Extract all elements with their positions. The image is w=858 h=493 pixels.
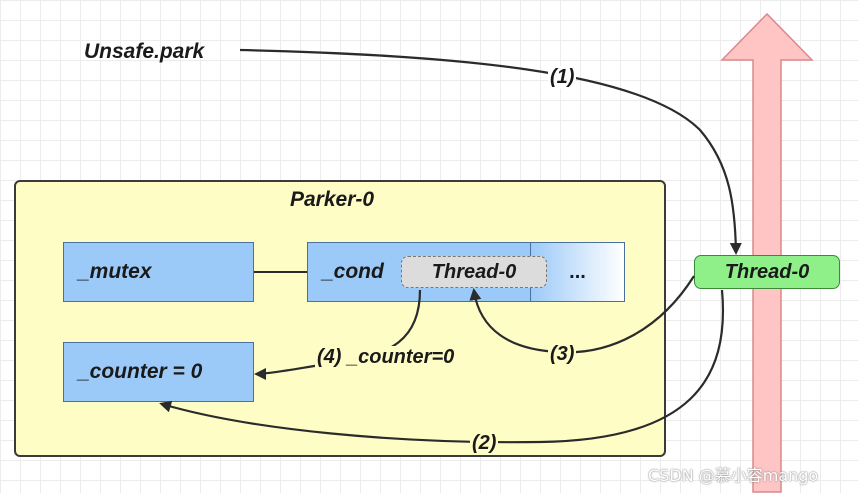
step-3-label: (3): [548, 343, 577, 366]
more-label: ...: [569, 260, 586, 283]
counter-field: _counter = 0: [63, 342, 254, 402]
mutex-label: _mutex: [78, 260, 152, 283]
parker-box: [14, 180, 666, 457]
parker-title: Parker-0: [290, 188, 375, 211]
cond-thread-label: Thread-0: [431, 260, 517, 283]
counter-label: _counter = 0: [78, 360, 203, 383]
diagram-title: Unsafe.park: [84, 40, 205, 63]
watermark: CSDN @慕小容mango: [648, 466, 819, 485]
step-2-label: (2): [470, 432, 499, 455]
step-1-label: (1): [548, 66, 577, 89]
step-4-label: (4) _counter=0: [315, 346, 457, 369]
thread-label: Thread-0: [724, 260, 810, 283]
cond-queued-thread: Thread-0: [401, 256, 547, 288]
thread-badge: Thread-0: [694, 255, 840, 289]
mutex-field: _mutex: [63, 242, 254, 302]
cond-label: _cond: [322, 260, 384, 283]
thread-timeline-arrow: [720, 12, 814, 493]
